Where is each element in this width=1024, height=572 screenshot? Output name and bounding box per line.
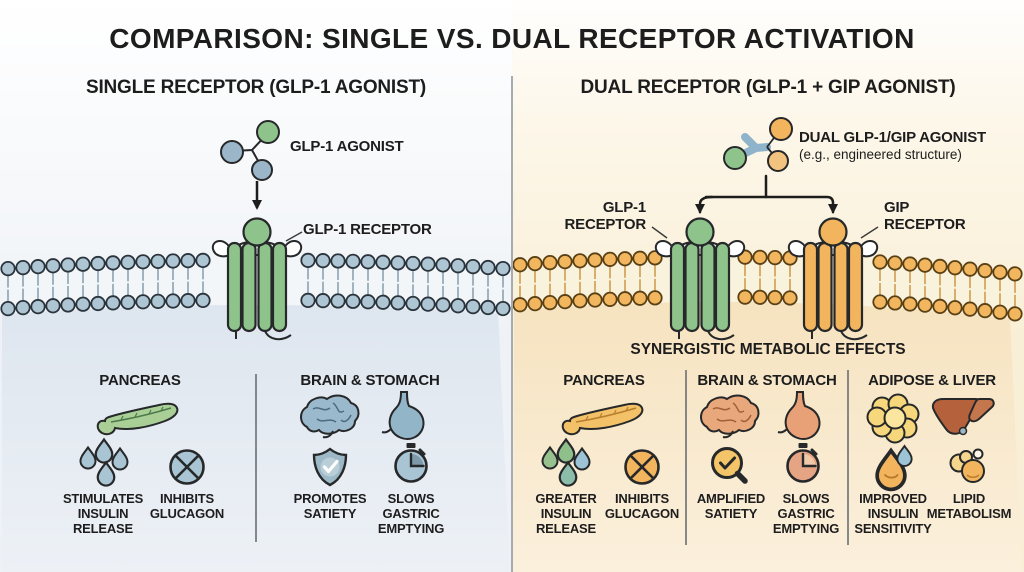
dual-glp1-receptor-label: GLP-1 RECEPTOR — [564, 199, 647, 233]
section-heading: ADIPOSE & LIVER — [868, 372, 996, 389]
page-title: COMPARISON: SINGLE VS. DUAL RECEPTOR ACT… — [109, 23, 915, 54]
effect-label: SLOWS GASTRIC EMPTYING — [377, 491, 445, 537]
section-heading: BRAIN & STOMACH — [300, 372, 440, 389]
section-heading: PANCREAS — [99, 372, 181, 389]
effect-label: AMPLIFIED SATIETY — [696, 491, 766, 522]
effect-label: IMPROVED INSULIN SENSITIVITY — [854, 491, 932, 537]
single-panel-header: SINGLE RECEPTOR (GLP-1 AGONIST) — [85, 77, 427, 98]
effect-label: STIMULATES INSULIN RELEASE — [62, 491, 144, 537]
effect-label: INHIBITS GLUCAGON — [149, 491, 225, 522]
receptor-callout-line — [860, 226, 879, 239]
synergy-heading: SYNERGISTIC METABOLIC EFFECTS — [630, 341, 906, 358]
effect-label: INHIBITS GLUCAGON — [604, 491, 680, 522]
dual-agonist-label: DUAL GLP-1/GIP AGONIST — [799, 129, 987, 146]
dual-agonist-sublabel: (e.g., engineered structure) — [799, 147, 962, 162]
glp1-agonist-molecule-icon — [220, 120, 280, 181]
receptor-callout-line — [285, 231, 303, 242]
inhibit-glucagon-icon — [169, 449, 205, 485]
effect-label: SLOWS GASTRIC EMPTYING — [772, 491, 840, 537]
dual-agonist-molecule-icon — [723, 117, 793, 172]
cell-membrane-right — [512, 249, 1023, 572]
glp1-agonist-label: GLP-1 AGONIST — [290, 138, 404, 155]
forked-arrow — [695, 174, 838, 214]
dual-panel-header: DUAL RECEPTOR (GLP-1 + GIP AGONIST) — [580, 77, 956, 98]
effect-label: GREATER INSULIN RELEASE — [535, 491, 597, 537]
inhibit-glucagon-icon — [624, 449, 660, 485]
effect-label: LIPID METABOLISM — [926, 491, 1012, 522]
section-heading: BRAIN & STOMACH — [697, 372, 837, 389]
gip-receptor-label: GIP RECEPTOR — [884, 199, 966, 233]
section-heading: PANCREAS — [563, 372, 645, 389]
effect-label: PROMOTES SATIETY — [293, 491, 367, 522]
glp1-receptor-label: GLP-1 RECEPTOR — [303, 221, 432, 238]
receptor-callout-line — [651, 226, 668, 239]
